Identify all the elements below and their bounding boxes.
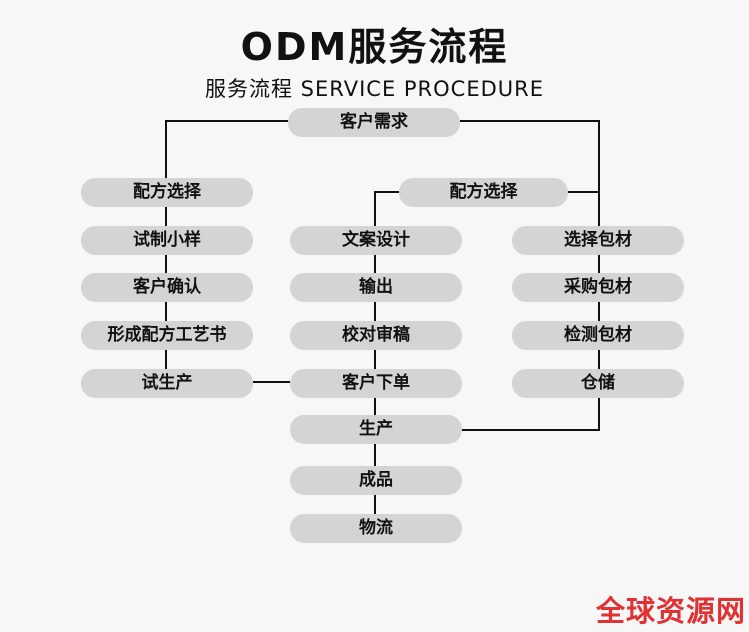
flow-box-trial-sample: 试制小样 [81, 226, 253, 255]
connector-demand-to-right-h [460, 120, 600, 122]
connector-finished-to-logistics-v [374, 495, 376, 514]
connector-mid-col-v1 [374, 255, 376, 273]
connector-left-col-v4 [165, 350, 167, 369]
flow-box-formula-selection-right: 配方选择 [399, 178, 568, 207]
flow-box-formula-selection-left: 配方选择 [81, 178, 253, 207]
connector-demand-to-left-h [165, 120, 288, 122]
watermark-logo: 全球资源网 [595, 594, 746, 628]
connector-right-col-top-v [598, 120, 600, 226]
flow-box-formula-process-book: 形成配方工艺书 [81, 321, 253, 350]
flow-box-output: 输出 [290, 273, 462, 302]
connector-right-col-v1 [598, 255, 600, 273]
flow-box-warehousing: 仓储 [512, 369, 684, 398]
connector-production-to-finished-v [374, 444, 376, 466]
connector-formula2-left-h [374, 191, 399, 193]
connector-left-col-v3 [165, 302, 167, 321]
connector-order-to-production-v [374, 398, 376, 415]
flow-box-logistics: 物流 [290, 514, 462, 543]
connector-demand-to-left-v [165, 120, 167, 178]
flow-box-copy-design: 文案设计 [290, 226, 462, 255]
flow-box-proofreading: 校对审稿 [290, 321, 462, 350]
flow-box-select-packaging: 选择包材 [512, 226, 684, 255]
connector-mid-col-v2 [374, 302, 376, 321]
connector-mid-col-v3 [374, 350, 376, 369]
flow-box-customer-confirm: 客户确认 [81, 273, 253, 302]
connector-formula2-right-h [568, 191, 600, 193]
connector-warehouse-down-v [598, 398, 600, 431]
connector-right-col-v2 [598, 302, 600, 321]
connector-warehouse-to-production-h [462, 429, 600, 431]
connector-trialprod-to-order-h [253, 381, 290, 383]
flow-box-customer-demand: 客户需求 [288, 108, 460, 137]
connector-left-col-v1 [165, 207, 167, 226]
page-title: ODM服务流程 [240, 25, 509, 69]
flow-box-trial-production: 试生产 [81, 369, 253, 398]
page-subtitle: 服务流程 SERVICE PROCEDURE [205, 77, 544, 101]
flow-box-production: 生产 [290, 415, 462, 444]
connector-left-col-v2 [165, 255, 167, 273]
connector-formula2-to-copy-v [374, 191, 376, 226]
connector-right-col-v3 [598, 350, 600, 369]
flow-box-purchase-packaging: 采购包材 [512, 273, 684, 302]
flow-box-test-packaging: 检测包材 [512, 321, 684, 350]
flow-box-finished-product: 成品 [290, 466, 462, 495]
flow-box-customer-order: 客户下单 [290, 369, 462, 398]
